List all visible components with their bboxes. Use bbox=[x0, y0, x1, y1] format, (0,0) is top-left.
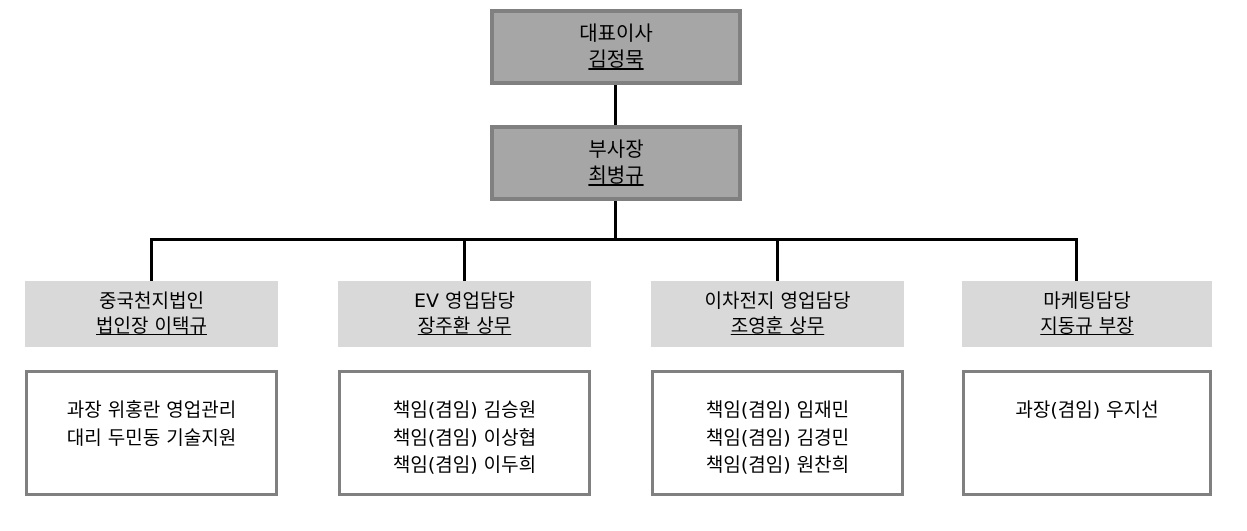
node-vice-president-name: 최병규 bbox=[588, 163, 644, 187]
node-department-china-corp-name: 법인장 이택규 bbox=[96, 315, 207, 337]
member-item: 책임(겸임) 이상협 bbox=[392, 426, 537, 449]
member-item: 책임(겸임) 원찬희 bbox=[705, 454, 850, 477]
member-list-battery-sales[interactable]: 책임(겸임) 임재민 책임(겸임) 김경민 책임(겸임) 원찬희 bbox=[651, 370, 904, 496]
member-item: 과장(겸임) 우지선 bbox=[1015, 399, 1159, 421]
member-item: 과장 위홍란 영업관리 bbox=[66, 399, 237, 421]
node-department-ev-sales-name: 장주환 상무 bbox=[417, 315, 512, 337]
node-department-marketing-name: 지동규 부장 bbox=[1040, 315, 1134, 337]
member-item: 대리 두민동 기술지원 bbox=[66, 426, 237, 449]
node-department-marketing-title: 마케팅담당 bbox=[1043, 290, 1131, 313]
connector-drop-dept-4 bbox=[1075, 238, 1078, 281]
node-department-china-corp-title: 중국천지법인 bbox=[99, 290, 204, 313]
node-department-battery-sales[interactable]: 이차전지 영업담당 조영훈 상무 bbox=[651, 281, 904, 347]
connector-drop-dept-2 bbox=[463, 238, 466, 281]
node-ceo[interactable]: 대표이사 김정묵 bbox=[490, 9, 742, 85]
member-list-marketing[interactable]: 과장(겸임) 우지선 bbox=[962, 370, 1212, 496]
node-department-battery-sales-title: 이차전지 영업담당 bbox=[704, 290, 851, 313]
member-item: 책임(겸임) 김승원 bbox=[392, 399, 537, 421]
connector-drop-dept-1 bbox=[150, 238, 153, 281]
connector-vp-to-bus-bar bbox=[614, 201, 617, 239]
member-item: 책임(겸임) 이두희 bbox=[392, 454, 537, 477]
connector-drop-dept-3 bbox=[776, 238, 779, 281]
member-list-china-corp[interactable]: 과장 위홍란 영업관리 대리 두민동 기술지원 bbox=[25, 370, 278, 496]
node-department-ev-sales[interactable]: EV 영업담당 장주환 상무 bbox=[338, 281, 591, 347]
node-ceo-title: 대표이사 bbox=[579, 21, 653, 46]
connector-horizontal-bus bbox=[150, 238, 1078, 241]
member-item: 책임(겸임) 김경민 bbox=[705, 426, 850, 449]
member-item: 책임(겸임) 임재민 bbox=[705, 399, 850, 421]
member-list-ev-sales[interactable]: 책임(겸임) 김승원 책임(겸임) 이상협 책임(겸임) 이두희 bbox=[338, 370, 591, 496]
node-department-china-corp[interactable]: 중국천지법인 법인장 이택규 bbox=[25, 281, 278, 347]
node-vice-president-title: 부사장 bbox=[588, 137, 644, 162]
node-department-battery-sales-name: 조영훈 상무 bbox=[730, 315, 825, 337]
connector-ceo-to-vp bbox=[614, 85, 617, 125]
node-ceo-name: 김정묵 bbox=[588, 47, 644, 71]
node-department-marketing[interactable]: 마케팅담당 지동규 부장 bbox=[962, 281, 1212, 347]
node-vice-president[interactable]: 부사장 최병규 bbox=[490, 125, 742, 201]
node-department-ev-sales-title: EV 영업담당 bbox=[414, 290, 515, 313]
